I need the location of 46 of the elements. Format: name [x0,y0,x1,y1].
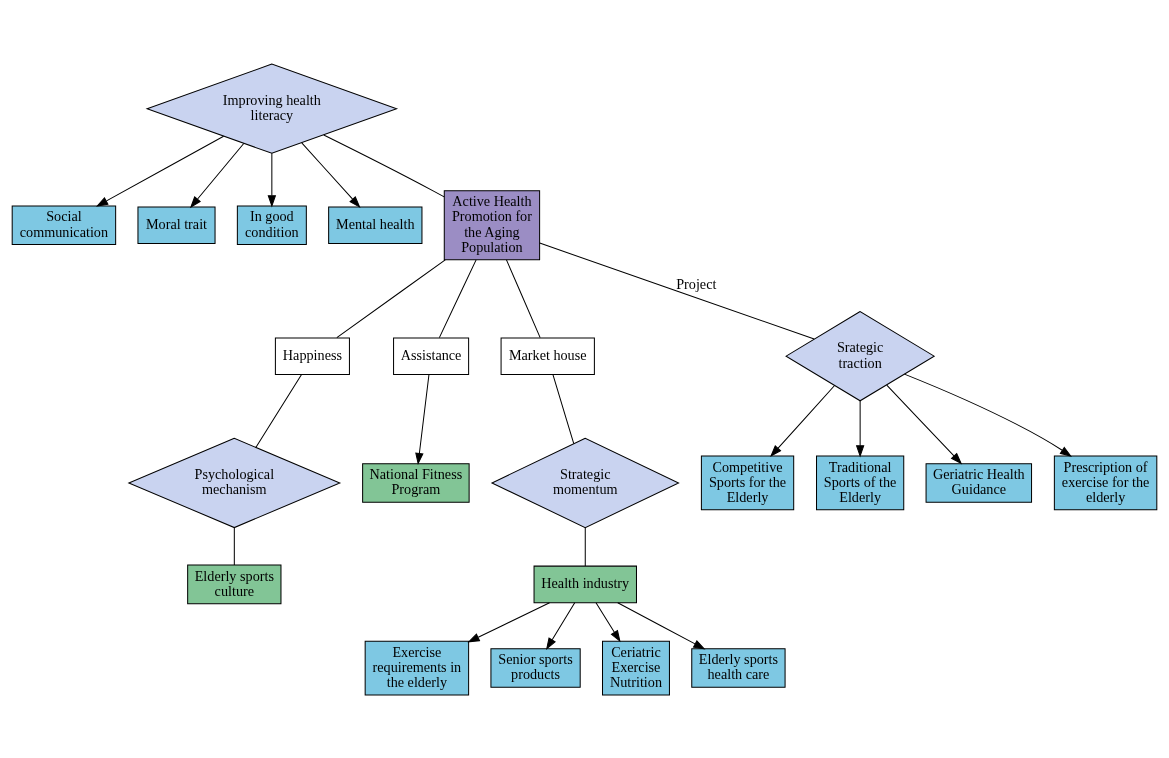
connector [505,258,541,338]
arrow [886,384,963,464]
node-box: Active Health Promotion for the Aging Population [443,189,541,260]
arrow [415,373,430,465]
connector [255,373,303,448]
node-box: Market house [500,336,595,375]
node-box: Happiness [274,336,350,375]
arrow [855,399,865,457]
connector [438,258,477,338]
node-diamond: Psychological mechanism [127,437,342,528]
node-box: Elderly sports culture [187,564,282,604]
node-box: Social communication [11,205,117,245]
arrow [770,384,836,457]
arrow [267,152,277,207]
connector [336,258,446,338]
node-box: In good condition [236,205,307,245]
connector [584,526,586,567]
arrow [903,373,1073,457]
node-box: Prescription of exercise for the elderly [1053,455,1158,510]
arrow [301,141,361,208]
arrow [595,601,621,642]
node-box: Health industry [533,565,637,603]
node-box: Elderly sports health care [691,647,786,688]
node-box: Senior sports products [490,647,581,688]
node-box: National Fitness Program [362,462,470,503]
connector [323,133,445,197]
arrow [189,142,245,208]
node-box: Geriatric Health Guidance [925,462,1033,503]
node-diamond: Strategic momentum [490,437,680,528]
edge-label: Project [676,275,717,292]
arrow [95,135,225,207]
node-box: Exercise requirements in the elderly [364,640,470,695]
node-box: Moral trait [137,206,216,244]
arrow [617,601,706,649]
arrow [546,601,576,650]
node-box: Competitive Sports for the Elderly [700,455,795,510]
node-box: Assistance [393,336,470,375]
node-box: Traditional Sports of the Elderly [816,455,905,510]
node-diamond: Improving health literacy [145,63,399,154]
node-box: Mental health [328,206,423,244]
node-box: Ceriatric Exercise Nutrition [602,640,670,695]
connector [233,526,235,566]
arrow [467,601,551,643]
connector [539,242,815,340]
connector [552,373,575,444]
node-diamond: Srategic traction [785,310,936,401]
